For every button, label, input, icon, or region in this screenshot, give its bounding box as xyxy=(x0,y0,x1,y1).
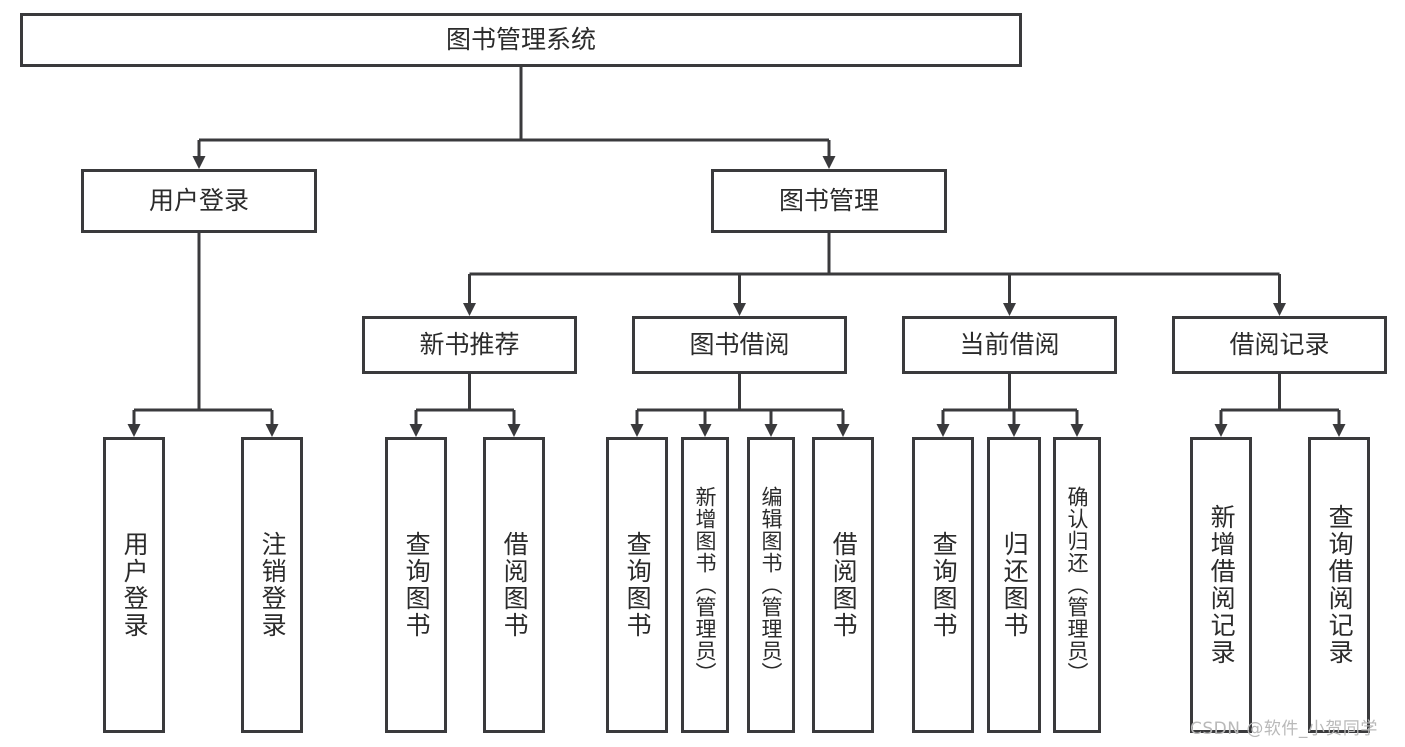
node-box-leaf-query-book-1[interactable] xyxy=(385,437,447,733)
arrow-head xyxy=(698,424,712,437)
node-label-current-borrow: 当前借阅 xyxy=(959,330,1059,359)
arrow-head xyxy=(822,156,836,169)
arrow-head xyxy=(1003,303,1016,316)
csdn-watermark: CSDN @软件_小贺同学 xyxy=(1190,719,1378,739)
arrow-head xyxy=(764,424,778,437)
node-label-book-borrow: 图书借阅 xyxy=(689,330,789,359)
arrow-head xyxy=(507,424,521,437)
arrow-head xyxy=(463,303,476,316)
arrow-head xyxy=(1214,424,1228,437)
arrow-head xyxy=(936,424,950,437)
arrow-head xyxy=(1007,424,1021,437)
node-box-leaf-borrow-book-2[interactable] xyxy=(812,437,874,733)
arrow-head xyxy=(192,156,206,169)
arrow-head xyxy=(1070,424,1084,437)
node-box-user-login[interactable] xyxy=(81,169,317,233)
node-box-leaf-logout[interactable] xyxy=(241,437,303,733)
connectors-layer xyxy=(127,67,1346,437)
node-box-current-borrow[interactable] xyxy=(902,316,1117,374)
node-label-root: 图书管理系统 xyxy=(446,25,596,54)
arrow-head xyxy=(409,424,423,437)
node-box-leaf-add-record[interactable] xyxy=(1190,437,1252,733)
node-label-user-login: 用户登录 xyxy=(149,186,249,215)
node-box-leaf-borrow-book-1[interactable] xyxy=(483,437,545,733)
node-label-new-book-rec: 新书推荐 xyxy=(419,330,519,359)
node-box-leaf-query-record[interactable] xyxy=(1308,437,1370,733)
arrow-head xyxy=(127,424,141,437)
arrow-head xyxy=(733,303,746,316)
node-box-root[interactable] xyxy=(20,13,1022,67)
node-box-borrow-record[interactable] xyxy=(1172,316,1387,374)
node-box-new-book-rec[interactable] xyxy=(362,316,577,374)
node-box-book-borrow[interactable] xyxy=(632,316,847,374)
node-box-leaf-user-login[interactable] xyxy=(103,437,165,733)
node-box-leaf-query-book-2[interactable] xyxy=(606,437,668,733)
node-label-book-manage: 图书管理 xyxy=(779,186,879,215)
node-box-leaf-confirm-return[interactable] xyxy=(1053,437,1101,733)
arrow-head xyxy=(1273,303,1286,316)
arrow-head xyxy=(265,424,279,437)
arrow-head xyxy=(836,424,850,437)
node-box-book-manage[interactable] xyxy=(711,169,947,233)
node-box-leaf-query-book-3[interactable] xyxy=(912,437,974,733)
arrow-head xyxy=(1332,424,1346,437)
node-box-leaf-return-book[interactable] xyxy=(987,437,1041,733)
node-box-leaf-add-book[interactable] xyxy=(681,437,729,733)
node-label-borrow-record: 借阅记录 xyxy=(1229,330,1329,359)
arrow-head xyxy=(630,424,644,437)
boxes-layer xyxy=(20,13,1387,733)
node-box-leaf-edit-book[interactable] xyxy=(747,437,795,733)
